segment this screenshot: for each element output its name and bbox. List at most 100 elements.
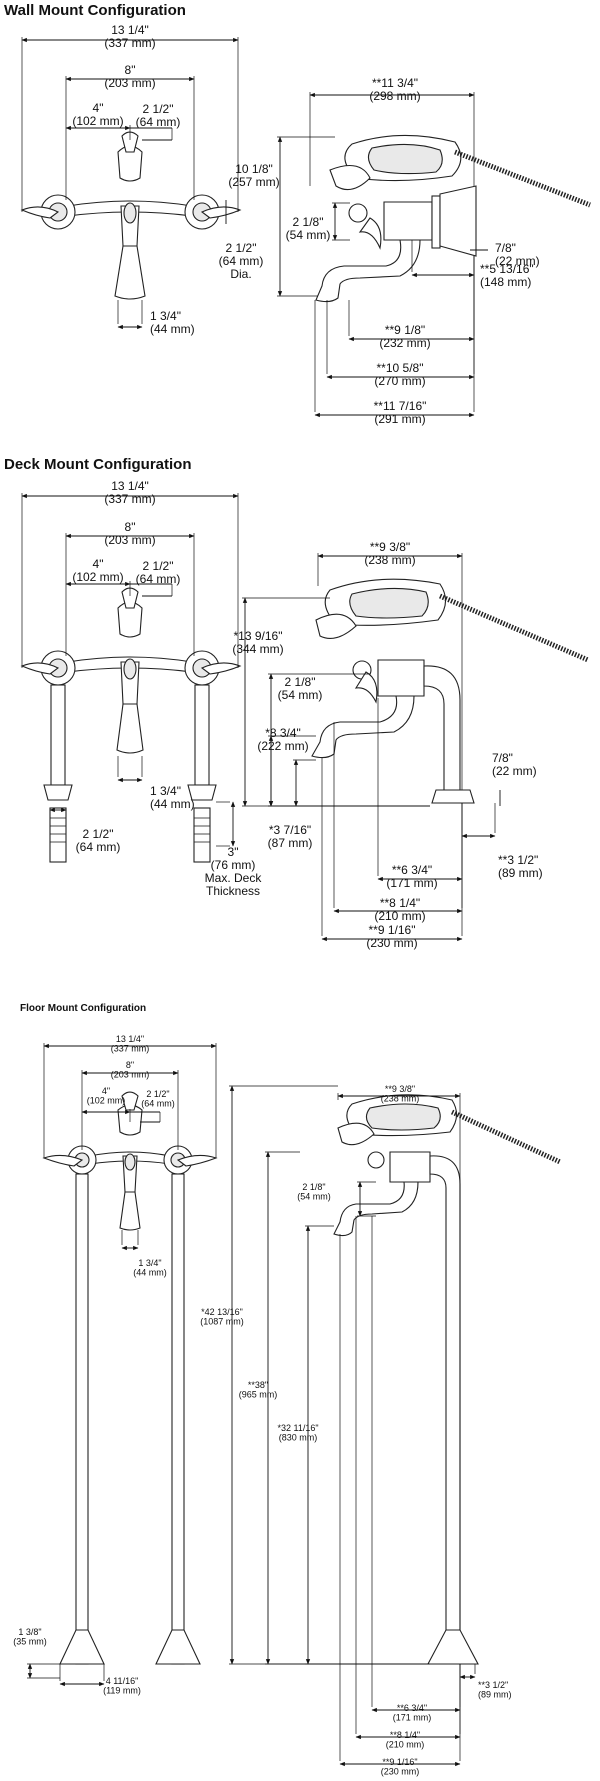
dimension-label-line: 2 1/2" (83, 827, 114, 841)
dimension-label-line: (102 mm) (72, 570, 123, 584)
dimension-label: **38"(965 mm) (239, 1380, 278, 1400)
dimension-label-line: *13 9/16" (234, 629, 283, 643)
dimension-label-line: 4 11/16" (106, 1676, 139, 1686)
dimension-label-line: **9 1/8" (385, 323, 425, 337)
dimension-label-line: 13 1/4" (116, 1034, 144, 1044)
dimension-label-line: Max. Deck (205, 871, 263, 885)
dimension-label-line: **9 3/8" (370, 540, 410, 554)
dimension-label: 8"(203 mm) (104, 520, 155, 547)
dimension-label-line: 7/8" (492, 751, 513, 765)
dimension-label-line: (238 mm) (364, 553, 415, 567)
dimension-label-line: 13 1/4" (111, 23, 149, 37)
dimension-label-line: 8" (125, 63, 136, 77)
dimension-label: 2 1/8"(54 mm) (297, 1182, 331, 1202)
dimension-label-line: **38" (248, 1380, 268, 1390)
dimension-label: **9 1/16"(230 mm) (381, 1757, 420, 1777)
dimension-label-line: (230 mm) (366, 936, 417, 950)
dimension-lines (21, 37, 501, 1767)
dimension-label-line: **9 1/16" (369, 923, 416, 937)
dimension-label-line: (102 mm) (87, 1096, 126, 1106)
dimension-label: 2 1/2"(64 mm) (136, 102, 181, 129)
dimension-label-line: (44 mm) (133, 1268, 167, 1278)
dimension-label-line: (291 mm) (374, 412, 425, 426)
dimension-label-line: (344 mm) (232, 642, 283, 656)
dimension-label-line: 2 1/2" (146, 1089, 169, 1099)
floor-side-view (333, 1094, 562, 1665)
dimension-label-line: (44 mm) (150, 797, 195, 811)
floor-front-view (42, 1091, 218, 1665)
dimension-label-line: (54 mm) (278, 688, 323, 702)
dimension-label-line: (119 mm) (103, 1686, 141, 1696)
dimension-label-line: *3 7/16" (269, 823, 311, 837)
dimension-label: **9 3/8"(238 mm) (381, 1084, 420, 1104)
dimension-label-line: (337 mm) (111, 1044, 150, 1054)
dimension-label-line: 2 1/2" (226, 241, 257, 255)
dimension-label-line: (203 mm) (111, 1070, 150, 1080)
dimension-label-line: (148 mm) (480, 275, 531, 289)
dimension-label-line: 10 1/8" (235, 162, 273, 176)
dimension-label-line: 2 1/8" (285, 675, 316, 689)
dimension-label-line: **9 3/8" (385, 1084, 415, 1094)
dimension-label-line: (87 mm) (268, 836, 313, 850)
dimension-label: 4"(102 mm) (72, 557, 123, 584)
dimension-labels: 13 1/4"(337 mm)8"(203 mm)4"(102 mm)2 1/2… (13, 23, 542, 1777)
dimension-label: 13 1/4"(337 mm) (104, 479, 155, 506)
dimension-label: 4 11/16"(119 mm) (103, 1676, 141, 1696)
dimension-label: 2 1/2"(64 mm) (141, 1089, 175, 1109)
dimension-label-line: 3" (228, 845, 239, 859)
dimension-label: 10 1/8"(257 mm) (228, 162, 279, 189)
dimension-label: 8"(203 mm) (111, 1060, 150, 1080)
wall-side-view (315, 134, 591, 303)
dimension-label-line: (64 mm) (219, 254, 264, 268)
dimension-label: **6 3/4"(171 mm) (393, 1703, 432, 1723)
dimension-label: 1 3/4"(44 mm) (150, 309, 195, 336)
dimension-label: 1 3/4"(44 mm) (133, 1258, 167, 1278)
dimension-label: 13 1/4"(337 mm) (104, 23, 155, 50)
dimension-label-line: **11 7/16" (374, 399, 427, 413)
dimension-label-line: 8" (126, 1060, 134, 1070)
dimension-label-line: **10 5/8" (377, 361, 424, 375)
dimension-label-line: 8" (125, 520, 136, 534)
dimension-label-line: 1 3/4" (150, 309, 181, 323)
dimension-label: *42 13/16"(1087 mm) (200, 1307, 244, 1327)
dimension-label: **10 5/8"(270 mm) (374, 361, 425, 388)
dimension-label-line: (210 mm) (374, 909, 425, 923)
dimension-label-line: (54 mm) (286, 228, 331, 242)
dimension-label-line: **8 1/4" (390, 1730, 420, 1740)
dimension-label-line: (203 mm) (104, 76, 155, 90)
dimension-label: 1 3/8"(35 mm) (13, 1627, 47, 1647)
dimension-label: 8"(203 mm) (104, 63, 155, 90)
dimension-label: 1 3/4"(44 mm) (150, 784, 195, 811)
dimension-label: **5 13/16"(148 mm) (480, 262, 534, 289)
dimension-label-line: **9 1/16" (382, 1757, 417, 1767)
dimension-label: **3 1/2"(89 mm) (498, 853, 543, 880)
dimension-label-line: **3 1/2" (498, 853, 538, 867)
dimension-label-line: 1 3/8" (18, 1627, 41, 1637)
dimension-label-line: (76 mm) (211, 858, 256, 872)
dimension-label-line: (64 mm) (76, 840, 121, 854)
dimension-label-line: (89 mm) (478, 1690, 512, 1700)
dimension-label-line: (64 mm) (141, 1099, 175, 1109)
dimension-label: 2 1/2"(64 mm) (76, 827, 121, 854)
dimension-label-line: 2 1/2" (143, 102, 174, 116)
dimension-label-line: 13 1/4" (111, 479, 149, 493)
dimension-label: 7/8"(22 mm) (492, 751, 537, 778)
dimension-label-line: 4" (93, 101, 104, 115)
dimension-label-line: (337 mm) (104, 492, 155, 506)
dimension-label: 2 1/2"(64 mm) (136, 559, 181, 586)
dimension-label-line: (230 mm) (381, 1767, 420, 1777)
dimension-label: 2 1/8"(54 mm) (286, 215, 331, 242)
dimension-label-line: (89 mm) (498, 866, 543, 880)
dimension-label-line: 4" (93, 557, 104, 571)
dimension-label-line: 2 1/8" (293, 215, 324, 229)
dimension-label: *32 11/16"(830 mm) (277, 1423, 318, 1443)
dimension-label: **9 3/8"(238 mm) (364, 540, 415, 567)
dimension-label-line: 7/8" (495, 241, 516, 255)
dimension-label-line: **3 1/2" (478, 1680, 508, 1690)
dimension-label-line: (64 mm) (136, 572, 181, 586)
dimension-label-line: 2 1/8" (302, 1182, 325, 1192)
dimension-label: 2 1/8"(54 mm) (278, 675, 323, 702)
dimension-label: **3 1/2"(89 mm) (478, 1680, 512, 1700)
dimension-label-line: **6 3/4" (397, 1703, 427, 1713)
